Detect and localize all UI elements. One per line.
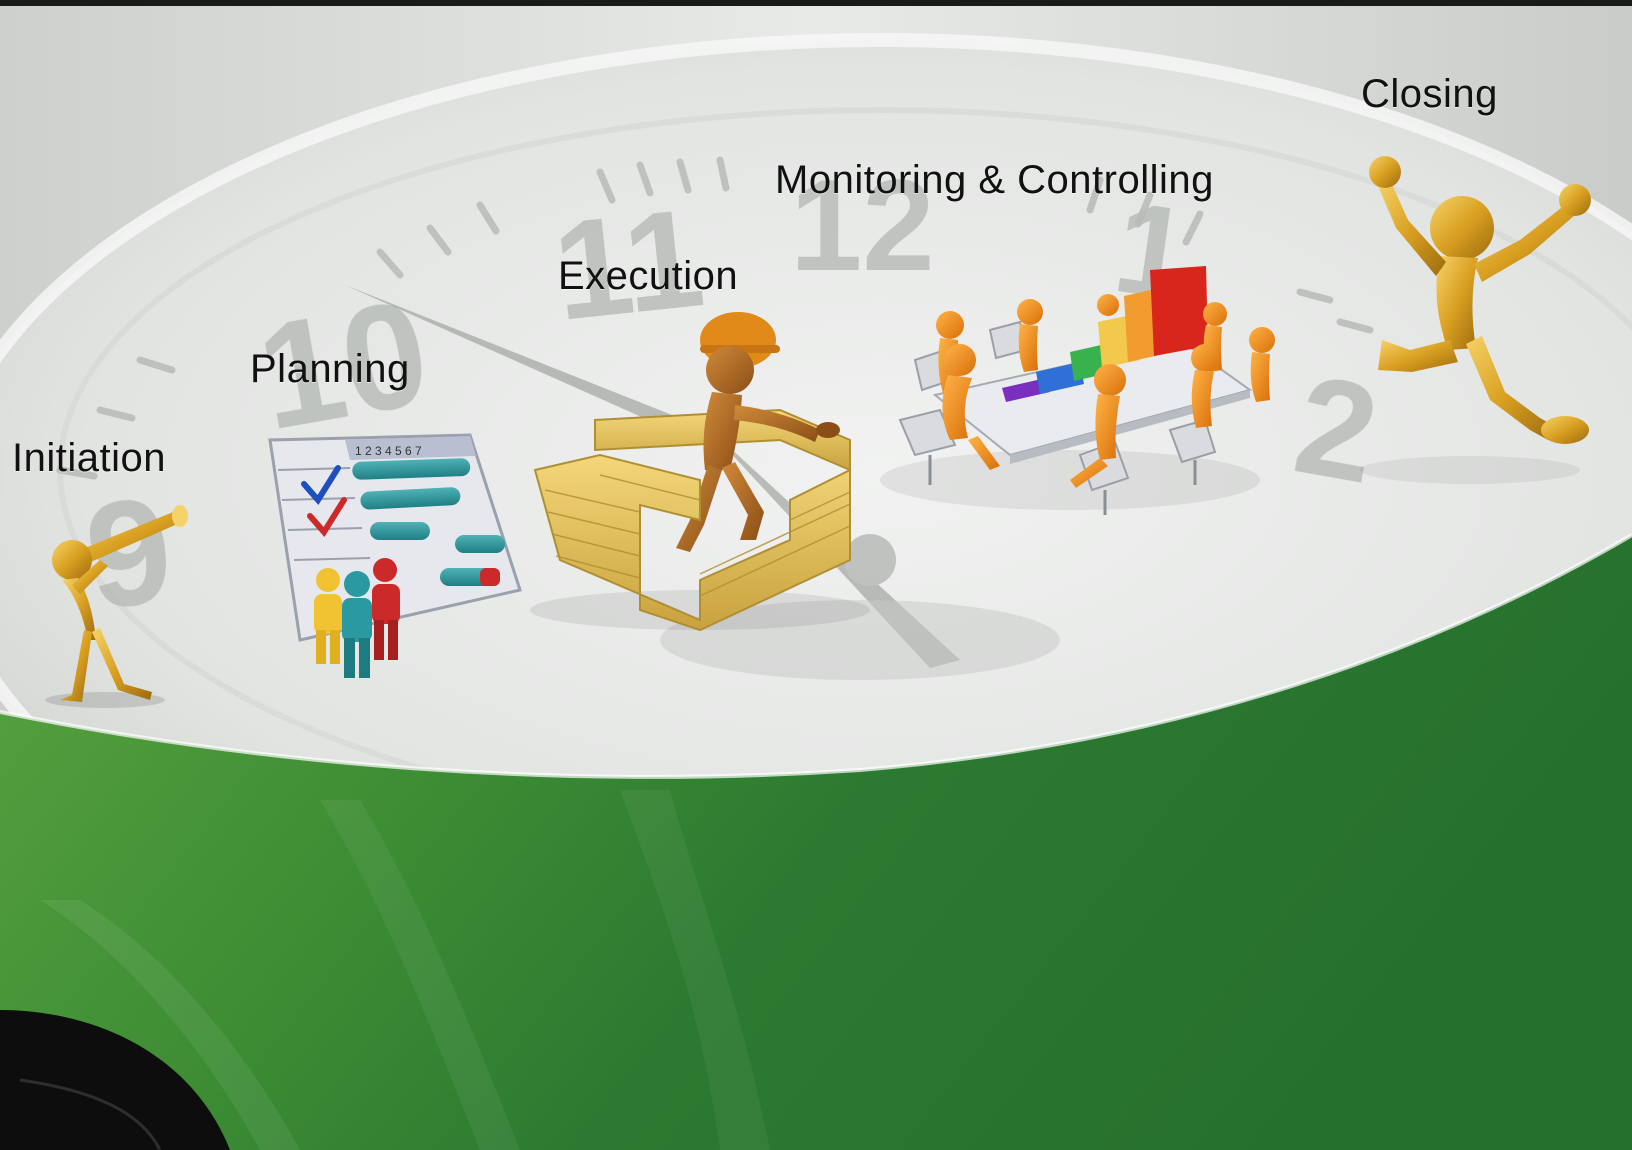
clock-numeral-10: 10 [246, 267, 439, 461]
corner-dark-shape [0, 1010, 230, 1150]
meeting-table-bar-chart-icon [880, 266, 1275, 515]
clock-numeral-11: 11 [547, 178, 711, 350]
celebrating-figure-icon [1360, 156, 1591, 484]
phase-label-closing: Closing [1361, 72, 1498, 116]
brick-builder-figure-icon [530, 312, 870, 632]
clock-tick-marks [56, 156, 1374, 480]
gantt-chart-team-icon: 1 2 3 4 5 6 7 [268, 433, 522, 678]
phase-label-planning: Planning [250, 347, 410, 391]
clock-numeral-12: 12 [790, 152, 935, 298]
top-border [0, 0, 1632, 6]
phase-label-monitoring-controlling: Monitoring & Controlling [775, 158, 1214, 202]
telescope-figure-icon [45, 505, 188, 708]
gantt-header: 1 2 3 4 5 6 7 [355, 444, 422, 458]
green-swoosh [0, 533, 1632, 1150]
table-bar-chart [1002, 266, 1208, 402]
phase-label-execution: Execution [558, 254, 739, 298]
clock-numerals: 9 10 11 12 1 2 [76, 152, 1389, 642]
phase-label-initiation: Initiation [12, 436, 166, 480]
